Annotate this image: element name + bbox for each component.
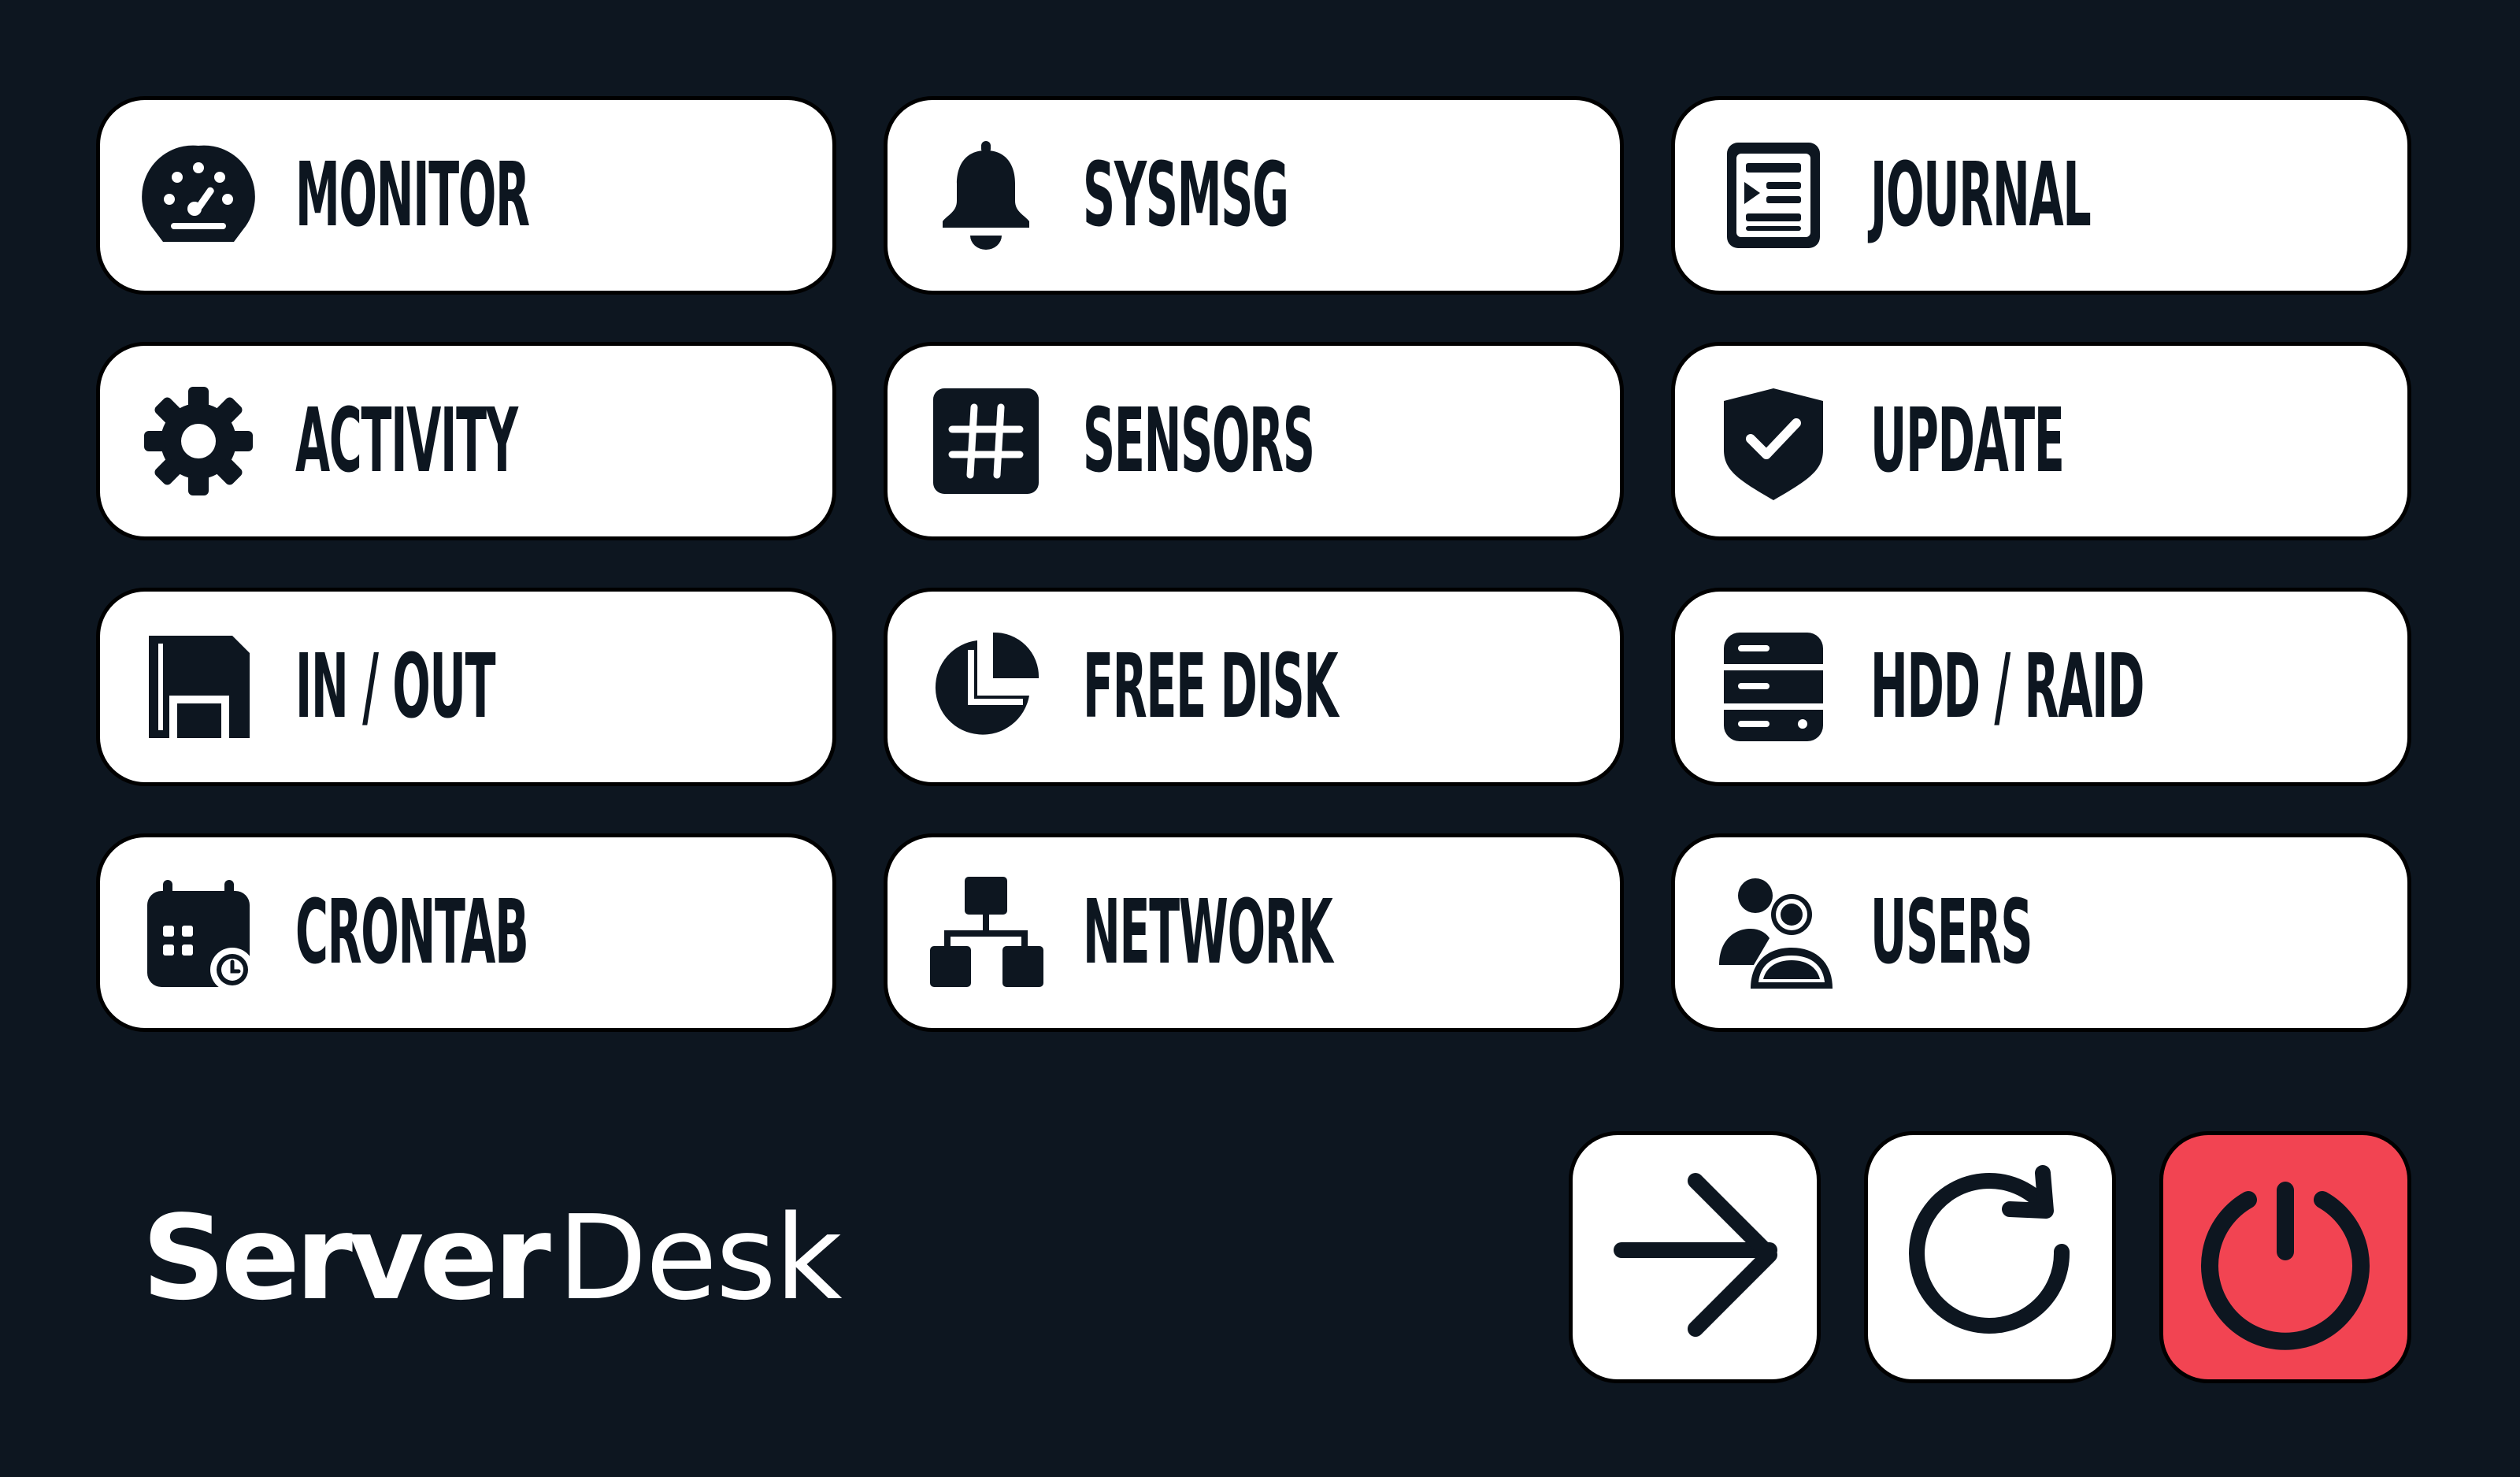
tile-label: UPDATE	[1870, 389, 2065, 492]
gear-icon	[139, 382, 258, 500]
power-button[interactable]	[2159, 1131, 2411, 1383]
tile-label: USERS	[1870, 881, 2033, 984]
network-diagram-icon	[927, 874, 1045, 992]
calendar-clock-icon	[139, 874, 258, 992]
crontab-button[interactable]: CRONTAB	[96, 833, 836, 1032]
logout-button[interactable]	[1569, 1131, 1821, 1383]
update-button[interactable]: UPDATE	[1671, 342, 2411, 540]
tile-label: SENSORS	[1083, 389, 1315, 492]
floppy-disk-icon	[139, 628, 258, 746]
hash-icon	[927, 382, 1045, 500]
users-icon	[1714, 874, 1833, 992]
brand-logo: ServerDesk	[142, 1190, 843, 1326]
in-out-button[interactable]: IN / OUT	[96, 588, 836, 786]
hdd-raid-button[interactable]: HDD / RAID	[1671, 588, 2411, 786]
journal-icon	[1714, 136, 1833, 254]
free-disk-button[interactable]: FREE DISK	[884, 588, 1624, 786]
speedometer-icon	[139, 136, 258, 254]
tile-label: HDD / RAID	[1870, 635, 2144, 738]
tile-label: NETWORK	[1083, 881, 1333, 984]
monitor-button[interactable]: MONITOR	[96, 96, 836, 295]
users-button[interactable]: USERS	[1671, 833, 2411, 1032]
tile-label: MONITOR	[295, 143, 530, 247]
brand-bold-text: Server	[142, 1190, 551, 1326]
tile-label: SYSMSG	[1083, 143, 1289, 247]
tile-label: FREE DISK	[1083, 635, 1339, 738]
activity-button[interactable]: ACTIVITY	[96, 342, 836, 540]
brand-light-text: Desk	[557, 1190, 843, 1326]
bell-icon	[927, 136, 1045, 254]
tile-label: CRONTAB	[295, 881, 529, 984]
tile-label: ACTIVITY	[295, 389, 518, 492]
sensors-button[interactable]: SENSORS	[884, 342, 1624, 540]
server-icon	[1714, 628, 1833, 746]
restart-button[interactable]	[1864, 1131, 2116, 1383]
journal-button[interactable]: JOURNAL	[1671, 96, 2411, 295]
sysmsg-button[interactable]: SYSMSG	[884, 96, 1624, 295]
tile-label: IN / OUT	[295, 635, 496, 738]
network-button[interactable]: NETWORK	[884, 833, 1624, 1032]
pie-chart-icon	[927, 628, 1045, 746]
tile-label: JOURNAL	[1870, 143, 2092, 247]
shield-check-icon	[1714, 382, 1833, 500]
